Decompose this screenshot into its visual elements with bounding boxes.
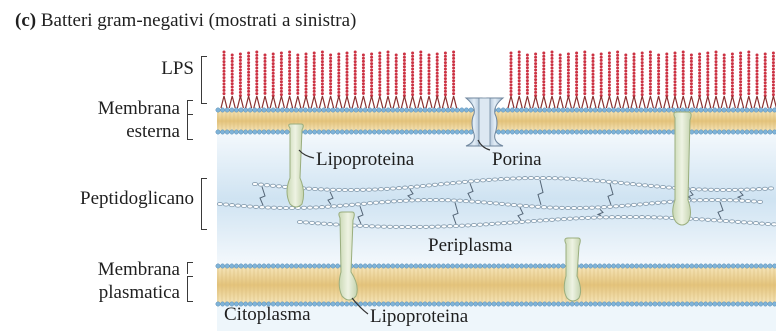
label-membrana-esterna-1: Membrana <box>50 99 180 118</box>
label-citoplasma: Citoplasma <box>224 305 311 324</box>
lipoprotein-outer-right <box>673 112 691 225</box>
bracket-membrana-plasmatica-top <box>187 262 193 274</box>
label-lipoproteina-top: Lipoproteina <box>316 150 414 169</box>
title-text: Batteri gram-negativi (mostrati a sinist… <box>41 10 357 31</box>
label-membrana-plasmatica-1: Membrana <box>50 260 180 279</box>
label-membrana-esterna-2: esterna <box>50 122 180 141</box>
figure-title: (c) Batteri gram-negativi (mostrati a si… <box>15 10 356 32</box>
bracket-peptidoglicano <box>201 178 207 230</box>
panel-letter: (c) <box>15 10 36 31</box>
bracket-membrana-esterna-top <box>187 100 193 114</box>
bracket-membrana-plasmatica <box>187 276 193 302</box>
bracket-membrana-esterna <box>187 114 193 140</box>
label-peptidoglicano: Peptidoglicano <box>10 189 194 208</box>
label-periplasma: Periplasma <box>428 236 512 255</box>
label-lps: LPS <box>130 59 194 78</box>
label-membrana-plasmatica-2: plasmatica <box>50 283 180 302</box>
plasma-membrane <box>216 264 776 306</box>
label-porina: Porina <box>492 150 542 169</box>
label-lipoproteina-bottom: Lipoproteina <box>370 307 468 326</box>
bracket-lps <box>201 56 207 104</box>
